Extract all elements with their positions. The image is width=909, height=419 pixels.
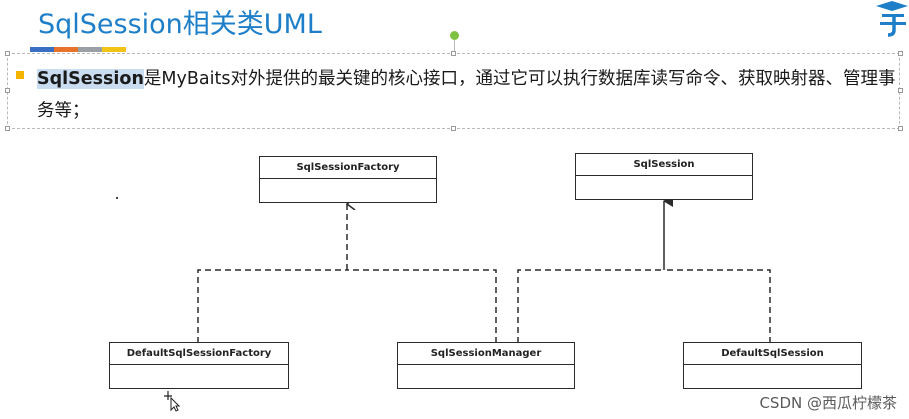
bullet-text: SqlSession是MyBaits对外提供的最关键的核心接口，通过它可以执行数…	[37, 63, 897, 127]
resize-handle-bl[interactable]	[5, 126, 10, 131]
resize-handle-tc[interactable]	[451, 51, 456, 56]
rotate-handle[interactable]	[450, 31, 459, 40]
accent-blue	[30, 47, 54, 52]
graduation-cap-icon	[876, 1, 908, 37]
resize-handle-tr[interactable]	[898, 51, 903, 56]
resize-handle-tl[interactable]	[5, 51, 10, 56]
bullet-square-icon	[16, 71, 24, 79]
bullet-body: 是MyBaits对外提供的最关键的核心接口，通过它可以执行数据库读写命令、获取映…	[37, 69, 896, 121]
class-name: DefaultSqlSessionFactory	[110, 343, 288, 365]
uml-class-sqlsessionmanager: SqlSessionManager	[397, 342, 575, 389]
mouse-cursor-icon	[164, 391, 180, 412]
uml-class-sqlsession: SqlSession	[575, 153, 753, 200]
realization-line-defaultfactory	[197, 269, 347, 343]
stray-dot	[116, 197, 118, 199]
watermark: CSDN @西瓜柠檬茶	[759, 394, 897, 412]
class-name: SqlSession	[576, 154, 752, 176]
uml-class-sqlsessionfactory: SqlSessionFactory	[259, 156, 437, 203]
realization-line-manager-session	[517, 269, 664, 343]
realization-line-defaultsession	[664, 269, 771, 343]
accent-orange	[54, 47, 78, 52]
highlighted-term: SqlSession	[37, 69, 144, 89]
class-name: SqlSessionFactory	[260, 157, 436, 179]
resize-handle-ml[interactable]	[5, 88, 10, 93]
realization-line-manager-factory	[347, 269, 497, 343]
class-name: SqlSessionManager	[398, 343, 574, 365]
accent-gray	[78, 47, 102, 52]
accent-yellow	[102, 47, 126, 52]
resize-handle-bc[interactable]	[451, 126, 456, 131]
resize-handle-mr[interactable]	[898, 88, 903, 93]
uml-class-defaultsqlsessionfactory: DefaultSqlSessionFactory	[109, 342, 289, 389]
rotate-handle-line	[454, 40, 455, 53]
accent-color-bar	[30, 47, 126, 52]
class-name: DefaultSqlSession	[684, 343, 861, 365]
uml-class-defaultsqlsession: DefaultSqlSession	[683, 342, 862, 389]
resize-handle-br[interactable]	[898, 126, 903, 131]
slide-title: SqlSession相关类UML	[38, 9, 322, 40]
